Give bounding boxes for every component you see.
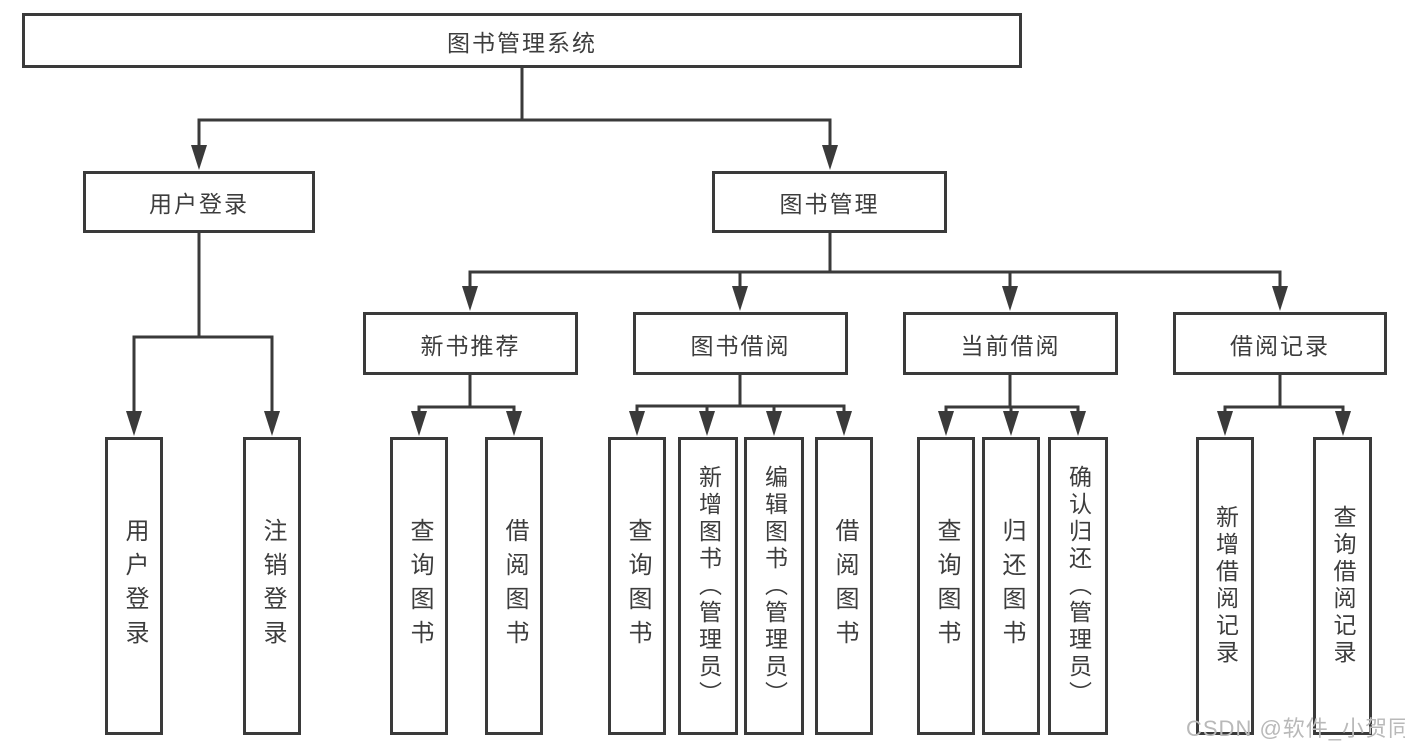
leaf-return-books: 归还图书 bbox=[982, 437, 1040, 735]
node-book-management: 图书管理 bbox=[712, 171, 947, 233]
arrowheads bbox=[126, 145, 1351, 436]
leaf-label: 查询借阅记录 bbox=[1330, 505, 1356, 667]
node-label: 图书借阅 bbox=[690, 332, 791, 359]
leaf-label: 查询图书 bbox=[624, 518, 651, 654]
node-current-borrowing: 当前借阅 bbox=[903, 312, 1118, 375]
node-user-login: 用户登录 bbox=[83, 171, 315, 233]
node-label: 新书推荐 bbox=[420, 332, 521, 359]
csdn-watermark: CSDN @软件_小贺同学 bbox=[1186, 716, 1405, 741]
node-label: 图书管理系统 bbox=[447, 29, 597, 56]
leaf-label: 编辑图书（管理员） bbox=[761, 464, 788, 708]
leaf-label: 查询图书 bbox=[933, 518, 960, 654]
leaf-add-borrow-record: 新增借阅记录 bbox=[1196, 437, 1254, 735]
leaf-query-books-borrow: 查询图书 bbox=[608, 437, 666, 735]
leaf-label: 新增图书（管理员） bbox=[695, 464, 722, 708]
node-label: 当前借阅 bbox=[960, 332, 1061, 359]
node-library-management-system: 图书管理系统 bbox=[22, 13, 1022, 68]
leaf-label: 借阅图书 bbox=[831, 518, 858, 654]
leaf-user-login: 用户登录 bbox=[105, 437, 163, 735]
node-book-borrowing: 图书借阅 bbox=[633, 312, 848, 375]
leaf-edit-books-admin: 编辑图书（管理员） bbox=[744, 437, 804, 735]
leaf-label: 查询图书 bbox=[406, 518, 433, 654]
node-new-book-recommendation: 新书推荐 bbox=[363, 312, 578, 375]
leaf-query-books-recommend: 查询图书 bbox=[390, 437, 448, 735]
leaf-borrow-books-recommend: 借阅图书 bbox=[485, 437, 543, 735]
leaf-label: 新增借阅记录 bbox=[1212, 505, 1239, 667]
leaf-confirm-return-admin: 确认归还（管理员） bbox=[1048, 437, 1108, 735]
node-borrowing-records: 借阅记录 bbox=[1173, 312, 1387, 375]
leaf-label: 归还图书 bbox=[998, 518, 1025, 654]
leaf-query-books-current: 查询图书 bbox=[917, 437, 975, 735]
leaf-add-books-admin: 新增图书（管理员） bbox=[678, 437, 738, 735]
node-label: 用户登录 bbox=[149, 191, 249, 217]
node-label: 图书管理 bbox=[779, 191, 880, 217]
leaf-label: 用户登录 bbox=[121, 518, 148, 654]
leaf-label: 借阅图书 bbox=[501, 518, 528, 654]
leaf-label: 确认归还（管理员） bbox=[1065, 464, 1092, 708]
node-label: 借阅记录 bbox=[1230, 332, 1330, 359]
leaf-logout: 注销登录 bbox=[243, 437, 301, 735]
leaf-query-borrow-record: 查询借阅记录 bbox=[1313, 437, 1372, 735]
leaf-borrow-books: 借阅图书 bbox=[815, 437, 873, 735]
leaf-label: 注销登录 bbox=[259, 518, 286, 654]
